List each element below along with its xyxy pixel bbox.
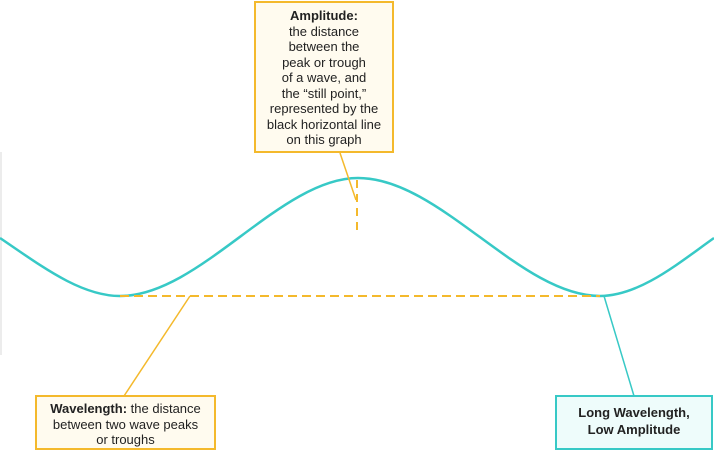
wavelength-text-line: the distance [127,401,201,416]
wave-label-line: Long Wavelength, [578,405,690,420]
amplitude-text-line: the “still point,” [281,85,367,101]
amplitude-text-line: the distance [288,23,360,39]
amplitude-heading: Amplitude: [290,8,358,23]
wave-label-line: Low Amplitude [587,422,681,437]
wavelength-leader-line [123,295,191,397]
wavelength-first-line: Wavelength: the distance [43,401,208,417]
amplitude-text-line: on this graph [286,132,362,147]
wave-curve [0,176,714,298]
amplitude-text-line: black horizontal line [266,116,382,132]
wavelength-text-line: or troughs [96,432,155,447]
wavelength-text-line: between two wave peaks [52,416,199,432]
wavelength-heading: Wavelength: [50,401,128,416]
wave-label-callout: Long Wavelength, Low Amplitude [555,395,713,450]
amplitude-callout: Amplitude: the distance between the peak… [254,1,394,153]
amplitude-leader-line [339,152,357,201]
amplitude-text-line: of a wave, and [281,70,367,85]
amplitude-text-line: between the [288,39,360,54]
amplitude-text-line: represented by the [269,101,379,116]
amplitude-text-line: peak or trough [282,54,366,70]
wave-label-leader-line [603,295,635,397]
wavelength-callout: Wavelength: the distance between two wav… [35,395,216,450]
